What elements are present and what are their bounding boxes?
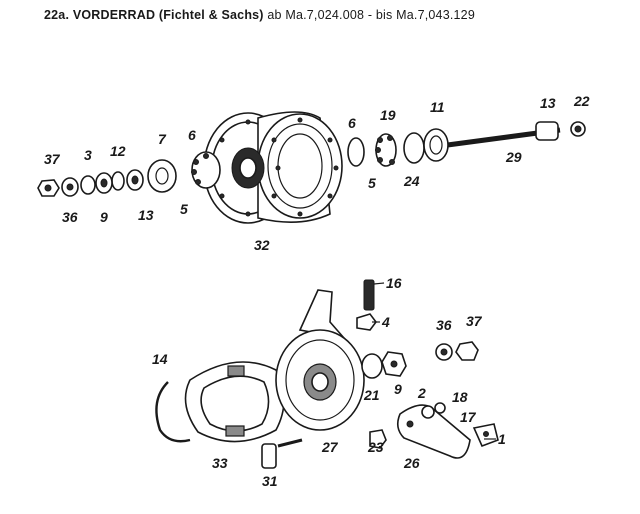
callout-36-lower: 36 <box>436 317 452 333</box>
callout-7: 7 <box>158 131 167 147</box>
spring-14 <box>155 381 191 443</box>
callout-31: 31 <box>262 473 278 489</box>
callout-17: 17 <box>460 409 477 425</box>
callout-9-lower: 9 <box>394 381 402 397</box>
callout-16: 16 <box>386 275 402 291</box>
washer-12 <box>111 171 125 191</box>
brake-assembly <box>155 279 499 469</box>
nut-37-lower <box>455 341 479 361</box>
callout-13: 13 <box>138 207 154 223</box>
callout-37: 37 <box>44 151 61 167</box>
callout-21: 21 <box>363 387 380 403</box>
callout-26: 26 <box>403 455 420 471</box>
callout-29: 29 <box>505 149 522 165</box>
callout-36: 36 <box>62 209 78 225</box>
callout-numbers-bottom: 16 4 36 37 14 9 2 18 21 17 1 33 27 23 26… <box>152 275 506 489</box>
callout-6-right: 6 <box>348 115 356 131</box>
dust-cap-right <box>423 128 449 162</box>
leader-lines <box>372 282 496 440</box>
brake-lever-26 <box>396 404 471 459</box>
nut-4 <box>356 313 377 331</box>
washer-2 <box>421 405 435 419</box>
callout-24: 24 <box>403 173 420 189</box>
callout-numbers-top: 37 3 12 7 6 5 36 9 13 32 6 19 11 5 24 13… <box>44 93 590 253</box>
callout-2: 2 <box>417 385 426 401</box>
washer-18 <box>434 402 446 414</box>
callout-4: 4 <box>381 314 390 330</box>
callout-18: 18 <box>452 389 468 405</box>
callout-11: 11 <box>430 99 445 115</box>
hub-flange-right <box>257 113 343 219</box>
washer-3 <box>80 175 96 195</box>
callout-3: 3 <box>84 147 92 163</box>
callout-9: 9 <box>100 209 108 225</box>
callout-13-right: 13 <box>540 95 556 111</box>
brake-cam-31 <box>261 443 277 469</box>
title-heading: VORDERRAD (Fichtel & Sachs) <box>72 8 264 22</box>
axle-nut <box>535 121 559 141</box>
callout-22: 22 <box>573 93 590 109</box>
title-range: ab Ma.7,024.008 - bis Ma.7,043.129 <box>267 8 475 22</box>
callout-6: 6 <box>188 127 196 143</box>
callout-27: 27 <box>321 439 339 455</box>
bolt-16 <box>363 279 375 311</box>
callout-5-right: 5 <box>368 175 376 191</box>
callout-19: 19 <box>380 107 396 123</box>
bearing-cup-right <box>347 137 365 167</box>
callout-5: 5 <box>180 201 188 217</box>
bolt-23 <box>369 429 387 449</box>
hub-assembly <box>37 111 586 224</box>
callout-14: 14 <box>152 351 168 367</box>
callout-12: 12 <box>110 143 126 159</box>
spacer-21 <box>361 353 383 379</box>
diagram-title: 22a. VORDERRAD (Fichtel & Sachs) ab Ma.7… <box>44 8 475 22</box>
callout-32: 32 <box>254 237 270 253</box>
callout-1: 1 <box>498 431 506 447</box>
cone-right <box>403 132 425 164</box>
callout-23: 23 <box>367 439 384 455</box>
title-code: 22a. <box>44 8 70 22</box>
cone-left <box>147 159 177 193</box>
callout-33: 33 <box>212 455 228 471</box>
callout-37-lower: 37 <box>466 313 483 329</box>
